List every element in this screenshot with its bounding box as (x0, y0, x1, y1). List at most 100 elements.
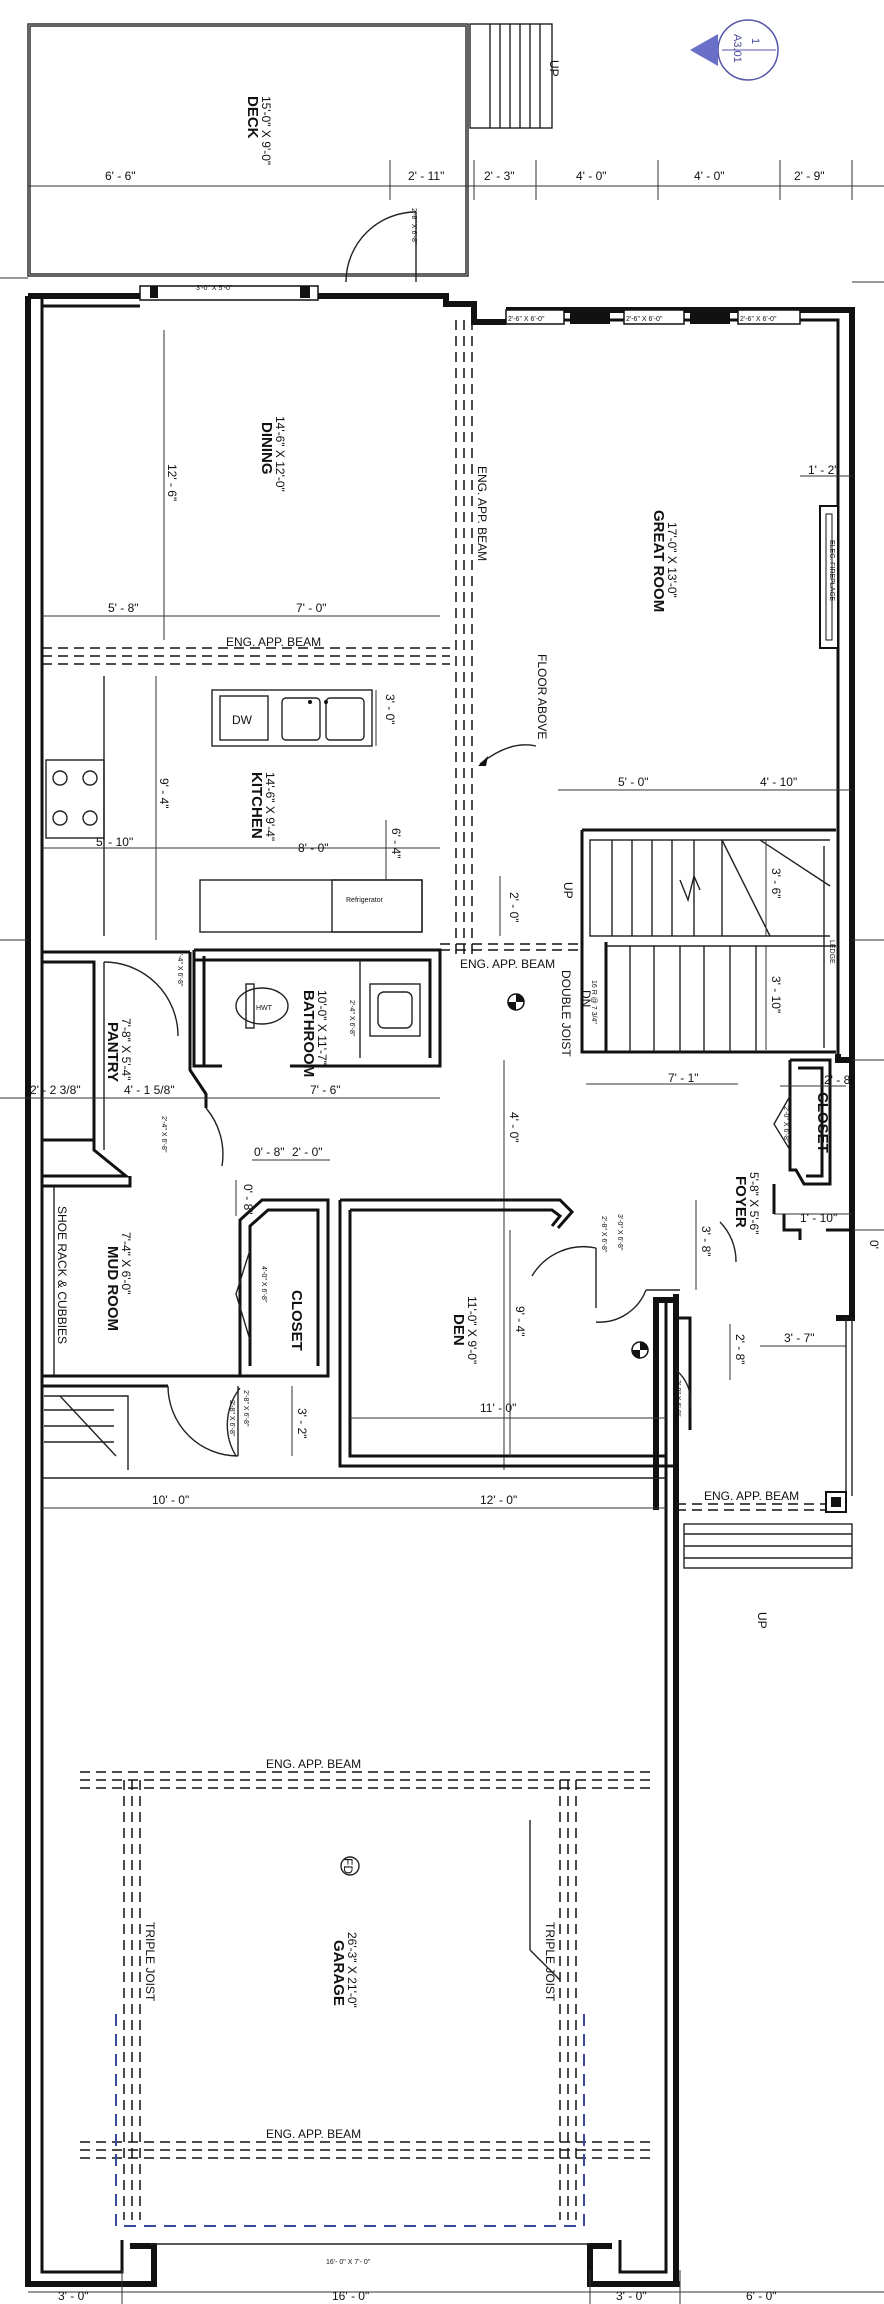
dim-foyer-110: 1' - 10" (800, 1211, 837, 1225)
window-gr2-label: 2'-6" X 6'-0" (626, 316, 663, 323)
eng-beam-vertical-label: ENG. APP. BEAM (475, 466, 489, 561)
garage-door-label: 16'- 0" X 7'- 0" (326, 2259, 371, 2266)
dim-bottom-60: 6' - 0" (746, 2289, 777, 2303)
den-name: DEN (450, 1314, 467, 1346)
garage-size: 26'-3" X 21'-0" (345, 1932, 359, 2008)
pantry: 2'-4" X 6'-8" PANTRY 7'-8" X 5'-4" 2' - … (0, 950, 440, 1188)
dim-foyer-37: 3' - 7" (784, 1331, 815, 1345)
dim-kitchen-a: 5' - 8" (108, 601, 139, 615)
double-joist-label: DOUBLE JOIST (559, 970, 573, 1057)
eng-beam-garage-top-label: ENG. APP. BEAM (266, 1757, 361, 1771)
dim-hall-40: 4' - 0" (507, 1112, 521, 1143)
up-stair-label: UP (561, 882, 575, 899)
dim-kitchen-20: 2' - 0" (507, 892, 521, 923)
deck-size: 15'-0" X 9'-0" (259, 96, 273, 165)
pantry-size: 7'-8" X 5'-4" (119, 1018, 133, 1080)
floor-above-label: FLOOR ABOVE (535, 654, 549, 739)
bottom-dimensions: 3' - 0" 16' - 0" 3' - 0" 6' - 0" (28, 2270, 884, 2304)
closet-foyer-name: CLOSET (814, 1092, 831, 1153)
hall-dimensions: 7' - 1" 4' - 0" 0' - 8" 2' - 0" 0' - 8" (235, 993, 738, 1470)
dim-great-room-w: 1' - 2" (808, 463, 839, 477)
section-number: 1 (749, 38, 761, 44)
eng-beam-kitchen-label: ENG. APP. BEAM (226, 635, 321, 649)
section-marker: 1 A3.01 (690, 19, 779, 81)
dim-top-3: 2' - 3" (484, 169, 515, 183)
door-pantry-label: 2'-4" X 6'-8" (176, 950, 183, 987)
window-gr3-label: 2'-6" X 6'-0" (740, 316, 777, 323)
eng-beam-stair-label: ENG. APP. BEAM (460, 957, 555, 971)
door-pantry2-label: 2'-4" X 6'-8" (160, 1116, 167, 1153)
dim-top-4: 4' - 0" (576, 169, 607, 183)
dim-garage-100: 10' - 0" (152, 1493, 189, 1507)
bathroom: HWT BATHROOM 10'-0" X 11'-7" 2'-4" X 6'-… (192, 948, 442, 1077)
door-closet-label: 4'-0" X 6'-8" (260, 1266, 267, 1303)
front-porch: ENG. APP. BEAM UP (676, 1318, 853, 1629)
staircase: 5' - 0" 4' - 10" UP 3' - 6" DN 16 R @ 7 … (558, 775, 852, 1057)
great-room-size: 17'-0" X 13'-0" (665, 522, 679, 598)
triple-joist-right-label: TRIPLE JOIST (543, 1922, 557, 2002)
dn-stair-label: DN (579, 990, 593, 1007)
dining-name: DINING (258, 422, 275, 475)
kitchen: DW 3' - 0" 9' - 4" KITCHEN 14'-6" X 9'-4… (42, 676, 521, 940)
exterior-walls (25, 293, 855, 2287)
closet-mud-name: CLOSET (288, 1290, 305, 1351)
great-room: GREAT ROOM 17'-0" X 13'-0" 1' - 2" ELEC.… (478, 463, 852, 766)
pantry-name: PANTRY (104, 1022, 121, 1082)
dim-top-2: 2' - 11" (408, 169, 444, 183)
dim-foyer-28: 2' - 8" (733, 1334, 747, 1365)
garage: 10' - 0" 12' - 0" ENG. APP. BEAM ENG. AP… (42, 1387, 666, 2266)
dim-closet-20: 2' - 0" (292, 1145, 323, 1159)
stair-beam: ENG. APP. BEAM (440, 943, 582, 971)
door-den-label: 2'-8" X 6'-8" (600, 1216, 607, 1253)
window-deck-label: 3'-0" X 5'-0" (196, 285, 233, 292)
right-guides (0, 939, 884, 1231)
door-garage-label: 2'-8" X 6'-8" (228, 1400, 235, 1437)
dim-kitchen-height: 9' - 4" (157, 778, 171, 809)
dim-closet-08v: 0' - 8" (241, 1184, 255, 1215)
stair-riser-note: 16 R @ 7 3/4" (590, 980, 597, 1024)
dim-kitchen-64: 6' - 4" (389, 828, 403, 859)
up-deck-label: UP (547, 60, 561, 77)
ledge-label: LEDGE (828, 940, 835, 964)
dim-foyer-38: 3' - 8" (699, 1226, 713, 1257)
bath-fixture-label: HWT (256, 1005, 273, 1012)
shoe-rack-label: SHOE RACK & CUBBIES (55, 1206, 69, 1344)
foyer-size: 5'-8" X 5'-6" (747, 1172, 761, 1234)
fireplace-label: ELEC. FIREPLACE (828, 540, 835, 601)
deck-stairs (469, 23, 553, 129)
mud-room-name: MUD ROOM (104, 1246, 121, 1331)
den-size: 11'-0" X 9'-0" (465, 1296, 479, 1364)
den: 2'-8" X 6'-8" DEN 11'-0" X 9'-0" 11' - 0… (338, 1198, 680, 1468)
dining-size: 14'-6" X 12'-0" (273, 416, 287, 492)
central-beam: ENG. APP. BEAM (455, 320, 489, 960)
mud-room: SHOE RACK & CUBBIES MUD ROOM 7'-4" X 6'-… (42, 1186, 309, 1470)
door-mud-label: 2'-8" X 6'-8" (242, 1390, 249, 1427)
dim-stair-36: 3' - 6" (769, 868, 783, 899)
dim-dining-height: 12' - 6" (165, 464, 179, 501)
deck-name: DECK (244, 96, 261, 139)
bathroom-name: BATHROOM (300, 990, 317, 1077)
dim-island: 3' - 0" (383, 694, 397, 725)
up-porch-label: UP (755, 1612, 769, 1629)
dim-bottom-160: 16' - 0" (332, 2289, 369, 2303)
den-mark (631, 1341, 649, 1359)
door-entry-label: 3'-0" X 6'-8" (674, 1380, 681, 1417)
closet-mud: CLOSET 4'-0" X 6'-8" (235, 1198, 330, 1378)
dim-closet-28: 2' - 8" (824, 1073, 855, 1087)
hall-mark (507, 993, 525, 1011)
door-bath-label: 2'-4" X 6'-8" (348, 1000, 355, 1037)
dim-stair-410: 4' - 10" (760, 775, 797, 789)
dim-top-6: 2' - 9" (794, 169, 825, 183)
refrigerator-label: Refrigerator (346, 897, 384, 904)
eng-beam-porch-label: ENG. APP. BEAM (704, 1489, 799, 1503)
dim-pantry-a: 2' - 2 3/8" (30, 1083, 81, 1097)
section-sheet: A3.01 (731, 34, 743, 63)
dim-stair-50: 5' - 0" (618, 775, 649, 789)
dim-den-94: 9' - 4" (513, 1306, 527, 1337)
door-foyer-label: 3'-0" X 6'-8" (616, 1214, 623, 1251)
dim-mud-32: 3' - 2" (295, 1408, 309, 1439)
dim-den-110: 11' - 0" (480, 1401, 516, 1415)
dim-kitchen-b: 7' - 0" (296, 601, 327, 615)
rear-openings: 3'-0" X 5'-0" 2'-8" X 6'-8" 2'-6" X 6'-0… (139, 208, 801, 325)
